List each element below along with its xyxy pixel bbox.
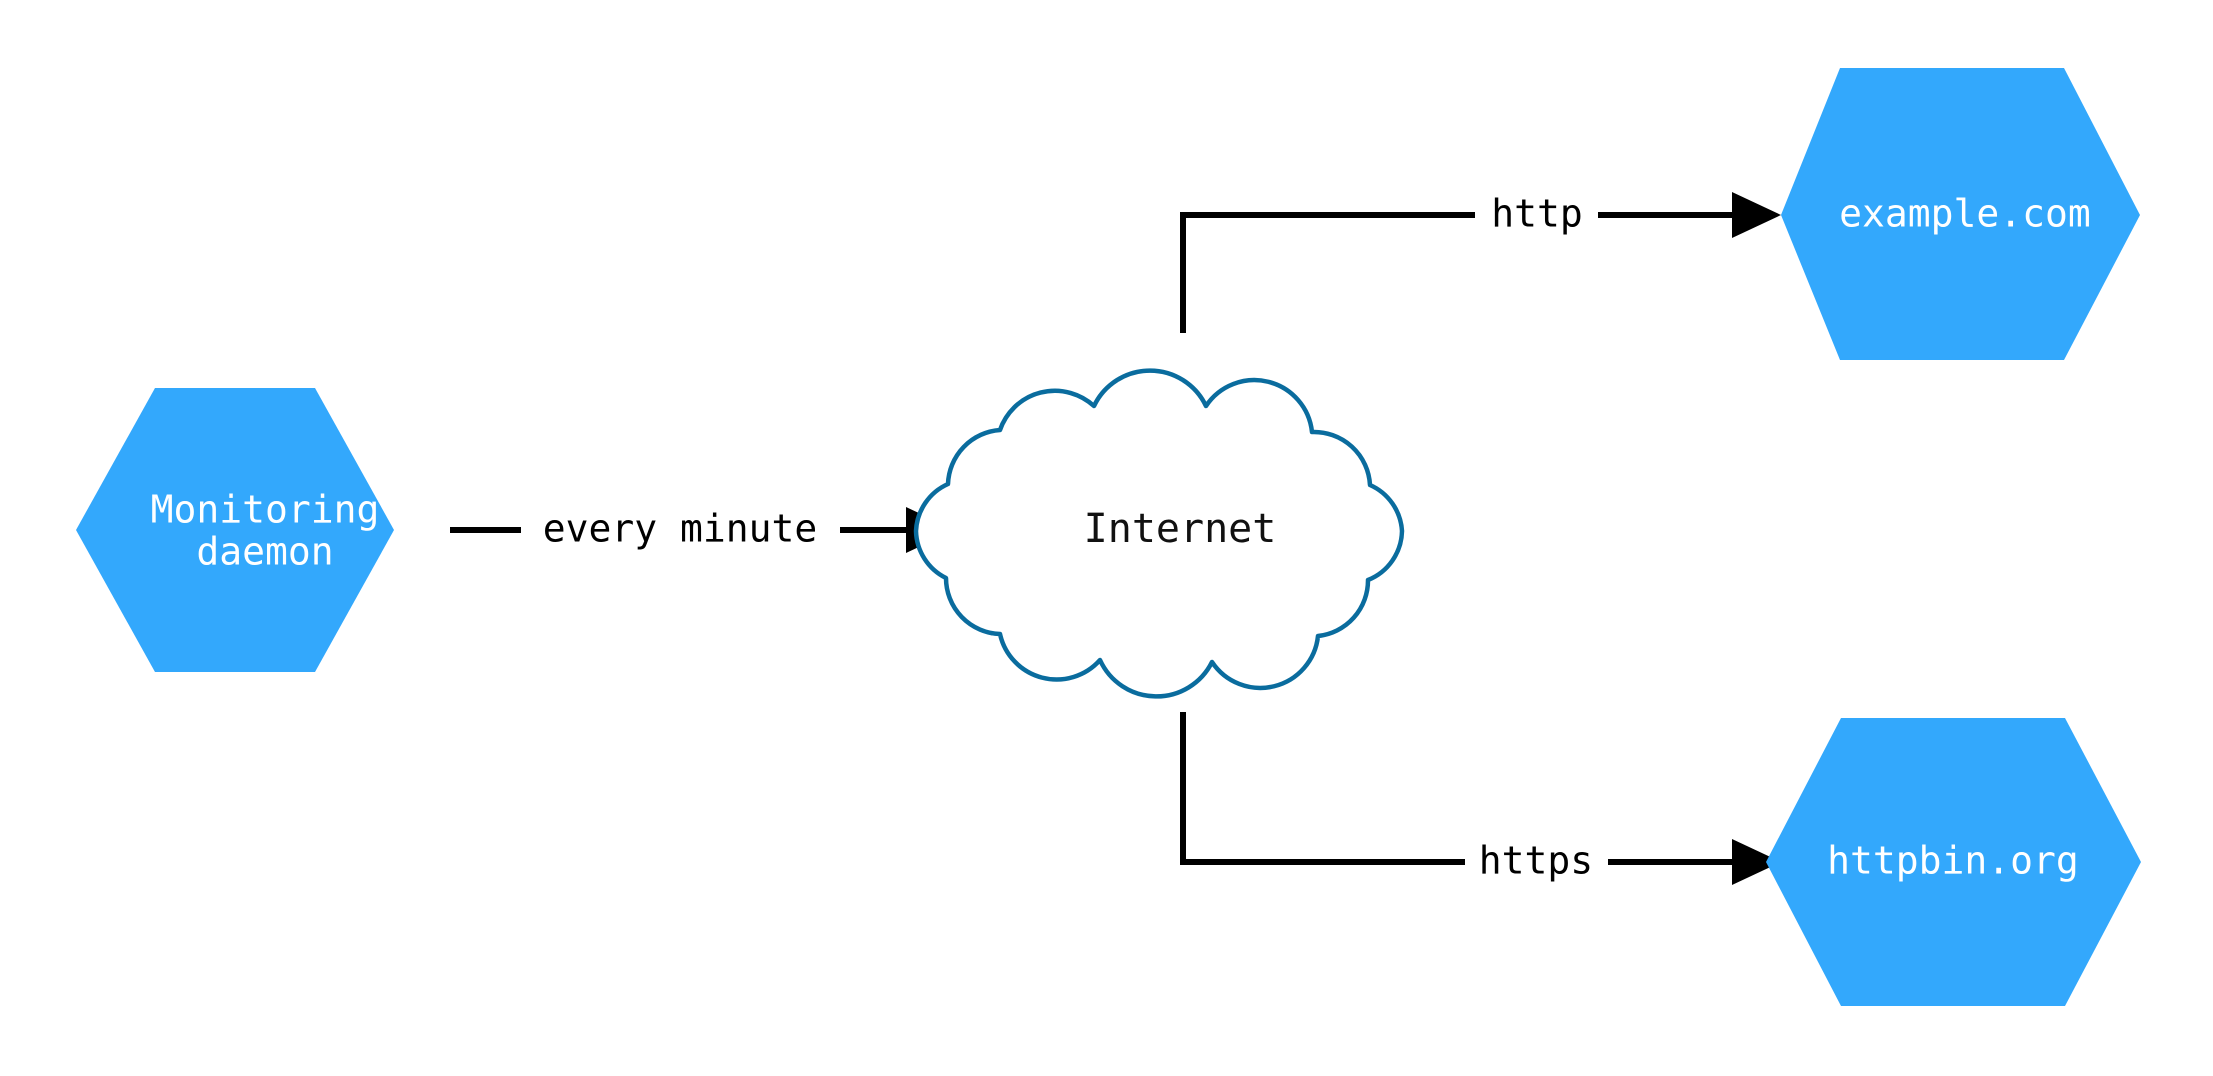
edge-http[interactable]: http — [1180, 192, 1781, 334]
monitoring-daemon-hexagon — [76, 388, 394, 672]
edge-https-arrowhead — [1732, 839, 1781, 885]
internet-cloud-shape — [913, 368, 1405, 699]
edge-label-https: https — [1479, 839, 1593, 883]
edge-https[interactable]: https — [1180, 712, 1781, 885]
monitoring-daemon-label-line1: Monitoring — [151, 488, 380, 532]
edge-label-http: http — [1491, 192, 1583, 236]
edge-every-minute[interactable]: every minute — [450, 507, 955, 554]
example-com-hexagon — [1781, 68, 2140, 360]
node-monitoring-daemon[interactable]: Monitoring daemon — [76, 388, 394, 672]
node-internet[interactable]: Internet — [913, 368, 1405, 699]
example-com-label: example.com — [1839, 192, 2091, 236]
internet-label: Internet — [1084, 506, 1277, 552]
edge-http-arrowhead — [1732, 192, 1781, 238]
node-example-com[interactable]: example.com — [1781, 68, 2140, 360]
httpbin-org-hexagon — [1766, 718, 2141, 1006]
node-httpbin-org[interactable]: httpbin.org — [1766, 718, 2141, 1006]
edge-label-every-minute: every minute — [543, 507, 818, 551]
httpbin-org-label: httpbin.org — [1827, 839, 2079, 883]
monitoring-daemon-label-line2: daemon — [196, 530, 333, 574]
